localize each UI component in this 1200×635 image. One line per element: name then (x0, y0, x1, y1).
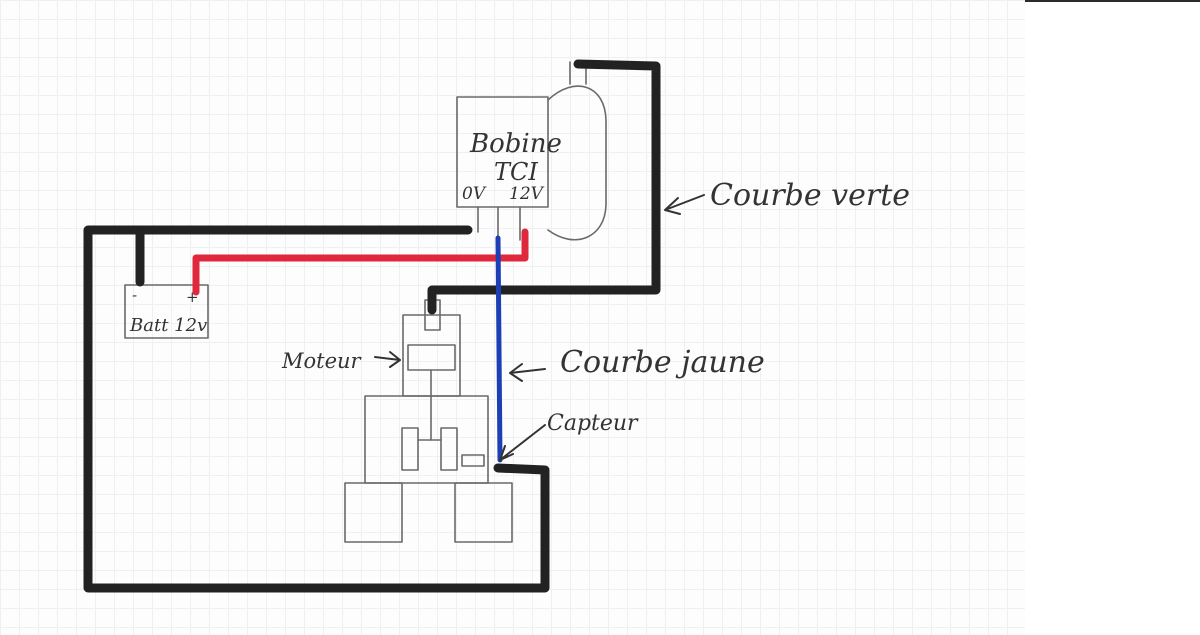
sensor-capteur (461, 454, 485, 467)
courbe-verte-label: Courbe verte (710, 178, 910, 213)
coil-tci (456, 61, 607, 243)
arrow-courbe-verte (664, 194, 705, 215)
ground-wire (83, 225, 550, 593)
blank-margin (1025, 0, 1200, 635)
moteur-label: Moteur (281, 349, 363, 373)
scan-edge (1025, 0, 1200, 2)
engine (344, 299, 513, 543)
arrow-moteur (374, 351, 401, 368)
coil-ht-bulge (547, 85, 607, 241)
positive-wire (192, 228, 529, 296)
flywheel-left (401, 427, 419, 471)
coil-12v-label: 12V (509, 184, 545, 204)
battery-box (124, 284, 209, 339)
engine-foot-left (344, 482, 403, 543)
coil-0v-label: 0V (462, 184, 487, 204)
coil-box (456, 96, 549, 208)
battery-minus-label: - (132, 286, 137, 304)
coil-subtitle: TCI (494, 158, 538, 186)
ht-lead-wire (427, 59, 661, 315)
capteur-label: Capteur (547, 411, 639, 436)
courbe-jaune-label: Courbe jaune (560, 345, 765, 380)
battery-label: Batt 12v (129, 315, 207, 336)
engine-foot-right (454, 482, 513, 543)
battery-plus-label: + (186, 288, 199, 306)
arrow-courbe-jaune (509, 363, 546, 382)
flywheel-right (440, 427, 458, 471)
signal-wire (495, 235, 503, 463)
arrow-capteur (499, 424, 546, 461)
piston (407, 344, 456, 371)
coil-title: Bobine (469, 129, 562, 159)
